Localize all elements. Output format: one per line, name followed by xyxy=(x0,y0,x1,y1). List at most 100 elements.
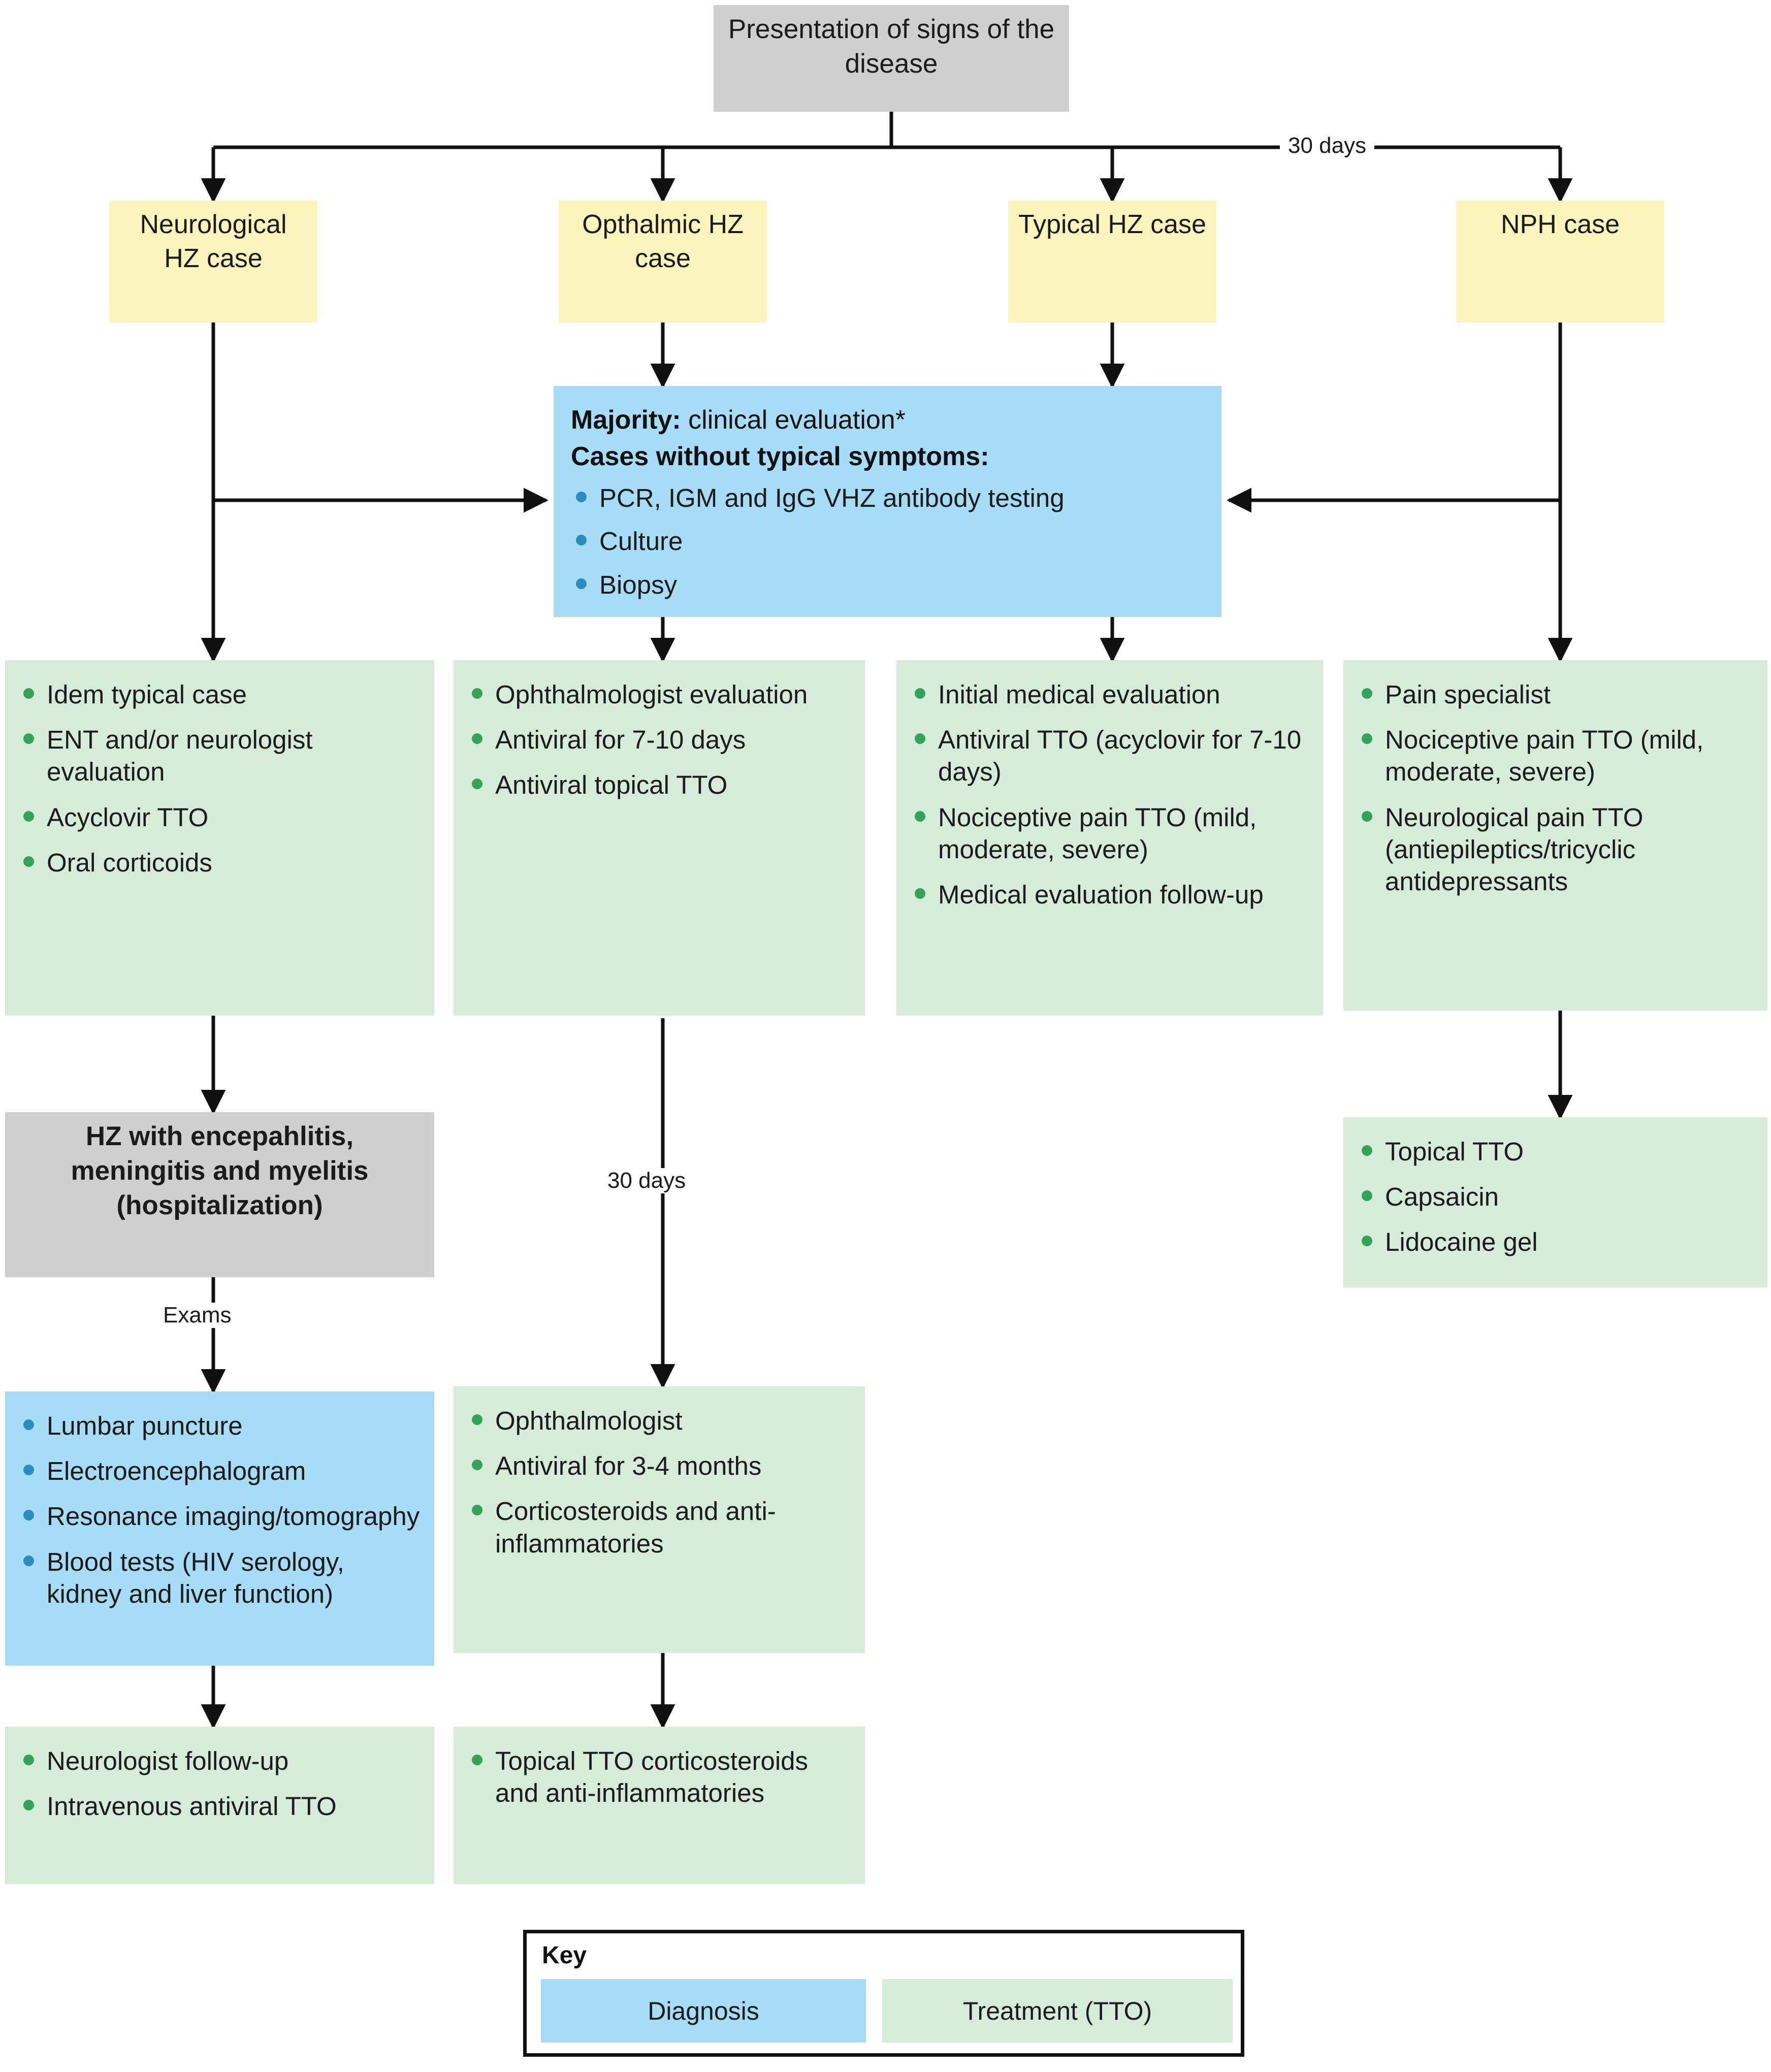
bullet-icon xyxy=(23,1419,34,1430)
bullet-icon xyxy=(472,688,482,699)
list-item-label: Electroencephalogram xyxy=(47,1456,306,1486)
list-item-label: Biopsy xyxy=(599,570,678,599)
nph-topical-list: Topical TTO Capsaicin Lidocaine gel xyxy=(1343,1117,1767,1269)
treatment-ophthalmic-list: Ophthalmologist evaluation Antiviral for… xyxy=(454,660,865,812)
list-item-label: Oral corticoids xyxy=(47,848,212,877)
list-item-label: Ophthalmologist xyxy=(495,1406,683,1435)
key-swatch-diagnosis-label: Diagnosis xyxy=(648,1996,759,2025)
list-item-label: Capsaicin xyxy=(1385,1182,1499,1212)
list-item: ENT and/or neurologist evaluation xyxy=(20,724,421,788)
nph-topical-box: Topical TTO Capsaicin Lidocaine gel xyxy=(1343,1117,1767,1287)
bullet-icon xyxy=(915,688,925,699)
case-neurological-label: Neurological HZ case xyxy=(140,210,287,273)
list-item: Antiviral topical TTO xyxy=(469,769,852,801)
list-item: Biopsy xyxy=(573,569,1206,601)
treatment-typical: Initial medical evaluation Antiviral TTO… xyxy=(896,660,1323,1016)
list-item-label: PCR, IGM and IgG VHZ antibody testing xyxy=(599,483,1065,513)
diagnosis-lead2: Cases without typical symptoms: xyxy=(571,441,989,471)
list-item: Lidocaine gel xyxy=(1359,1226,1754,1258)
bullet-icon xyxy=(915,888,925,899)
bullet-icon xyxy=(472,1414,482,1425)
treatment-neurological: Idem typical case ENT and/or neurologist… xyxy=(5,660,434,1016)
list-item-label: Blood tests (HIV serology, kidney and li… xyxy=(47,1547,344,1608)
list-item-label: Medical evaluation follow-up xyxy=(938,880,1264,910)
list-item-label: Neurologist follow-up xyxy=(47,1746,289,1775)
list-item-label: Antiviral TTO (acyclovir for 7-10 days) xyxy=(938,725,1302,787)
list-item: Intravenous antiviral TTO xyxy=(20,1790,421,1822)
list-item: Capsaicin xyxy=(1359,1181,1754,1213)
list-item-label: Topical TTO corticosteroids and anti-inf… xyxy=(495,1746,809,1808)
list-item: Topical TTO corticosteroids and anti-inf… xyxy=(469,1745,852,1809)
list-item: Initial medical evaluation xyxy=(912,678,1310,710)
bullet-icon xyxy=(23,811,34,822)
bullet-icon xyxy=(23,856,34,867)
case-nph: NPH case xyxy=(1456,201,1664,322)
treatment-ophthalmic: Ophthalmologist evaluation Antiviral for… xyxy=(454,660,865,1016)
bullet-icon xyxy=(23,1800,34,1811)
list-item: Acyclovir TTO xyxy=(20,801,421,833)
exams-list: Lumbar puncture Electroencephalogram Res… xyxy=(5,1391,434,1620)
list-item: PCR, IGM and IgG VHZ antibody testing xyxy=(573,482,1206,514)
list-item-label: Lumbar puncture xyxy=(47,1411,243,1440)
list-item-label: Initial medical evaluation xyxy=(938,680,1220,709)
edge-label-exams: Exams xyxy=(155,1303,240,1328)
list-item: Idem typical case xyxy=(20,678,421,710)
neuro-final-list: Neurologist follow-up Intravenous antivi… xyxy=(5,1727,434,1832)
list-item: Neurologist follow-up xyxy=(20,1745,421,1777)
list-item-label: Nociceptive pain TTO (mild, moderate, se… xyxy=(938,802,1257,864)
treatment-nph: Pain specialist Nociceptive pain TTO (mi… xyxy=(1343,660,1767,1011)
treatment-typical-list: Initial medical evaluation Antiviral TTO… xyxy=(896,660,1323,921)
list-item-label: Acyclovir TTO xyxy=(47,802,209,832)
bullet-icon xyxy=(1362,1145,1372,1156)
bullet-icon xyxy=(576,578,587,589)
list-item: Medical evaluation follow-up xyxy=(912,879,1310,911)
edge-label-30-days-mid: 30 days xyxy=(599,1168,694,1193)
bullet-icon xyxy=(472,1460,482,1471)
list-item-label: Nociceptive pain TTO (mild, moderate, se… xyxy=(1385,725,1704,787)
list-item: Electroencephalogram xyxy=(20,1455,421,1487)
list-item: Oral corticoids xyxy=(20,847,421,879)
bullet-icon xyxy=(915,733,925,744)
edge-label-30-days-top: 30 days xyxy=(1280,133,1375,158)
list-item: Topical TTO xyxy=(1359,1136,1754,1168)
bullet-icon xyxy=(23,688,34,699)
bullet-icon xyxy=(1362,1190,1372,1202)
bullet-icon xyxy=(472,1755,482,1765)
list-item-label: Topical TTO xyxy=(1385,1137,1524,1166)
complication-box: HZ with encepahlitis, meningitis and mye… xyxy=(5,1112,434,1277)
bullet-icon xyxy=(23,1465,34,1476)
bullet-icon xyxy=(472,1505,482,1516)
list-item-label: Neurological pain TTO (antiepileptics/tr… xyxy=(1385,802,1644,896)
treatment-nph-list: Pain specialist Nociceptive pain TTO (mi… xyxy=(1343,660,1767,908)
ophthalmic-final-list: Topical TTO corticosteroids and anti-inf… xyxy=(454,1727,865,1819)
key-title: Key xyxy=(542,1942,587,1969)
root-label: Presentation of signs of the disease xyxy=(728,14,1055,79)
bullet-icon xyxy=(23,733,34,744)
bullet-icon xyxy=(472,733,482,744)
bullet-icon xyxy=(1362,688,1372,699)
list-item: Antiviral for 3-4 months xyxy=(469,1450,852,1482)
list-item: Nociceptive pain TTO (mild, moderate, se… xyxy=(1359,724,1754,788)
ophthalmic-final-box: Topical TTO corticosteroids and anti-inf… xyxy=(454,1727,865,1884)
root-node: Presentation of signs of the disease xyxy=(714,5,1069,112)
list-item-label: Antiviral for 7-10 days xyxy=(495,725,746,755)
bullet-icon xyxy=(472,779,482,790)
exams-box: Lumbar puncture Electroencephalogram Res… xyxy=(5,1391,434,1666)
ophthalmic-followup-list: Ophthalmologist Antiviral for 3-4 months… xyxy=(454,1386,865,1570)
bullet-icon xyxy=(23,1510,34,1521)
bullet-icon xyxy=(23,1755,34,1765)
diagnosis-lead-rest: clinical evaluation* xyxy=(681,405,906,435)
list-item: Antiviral for 7-10 days xyxy=(469,724,852,756)
list-item: Ophthalmologist evaluation xyxy=(469,678,852,710)
bullet-icon xyxy=(23,1555,34,1566)
list-item: Neurological pain TTO (antiepileptics/tr… xyxy=(1359,801,1754,898)
case-ophthalmic-label: Opthalmic HZ case xyxy=(582,210,744,273)
bullet-icon xyxy=(1362,733,1372,744)
list-item: Nociceptive pain TTO (mild, moderate, se… xyxy=(912,801,1310,865)
list-item-label: Pain specialist xyxy=(1385,680,1551,709)
list-item-label: Resonance imaging/tomography xyxy=(47,1502,420,1531)
list-item-label: Lidocaine gel xyxy=(1385,1227,1538,1257)
list-item-label: Corticosteroids and anti-inflammatories xyxy=(495,1497,776,1558)
list-item: Culture xyxy=(573,525,1206,557)
